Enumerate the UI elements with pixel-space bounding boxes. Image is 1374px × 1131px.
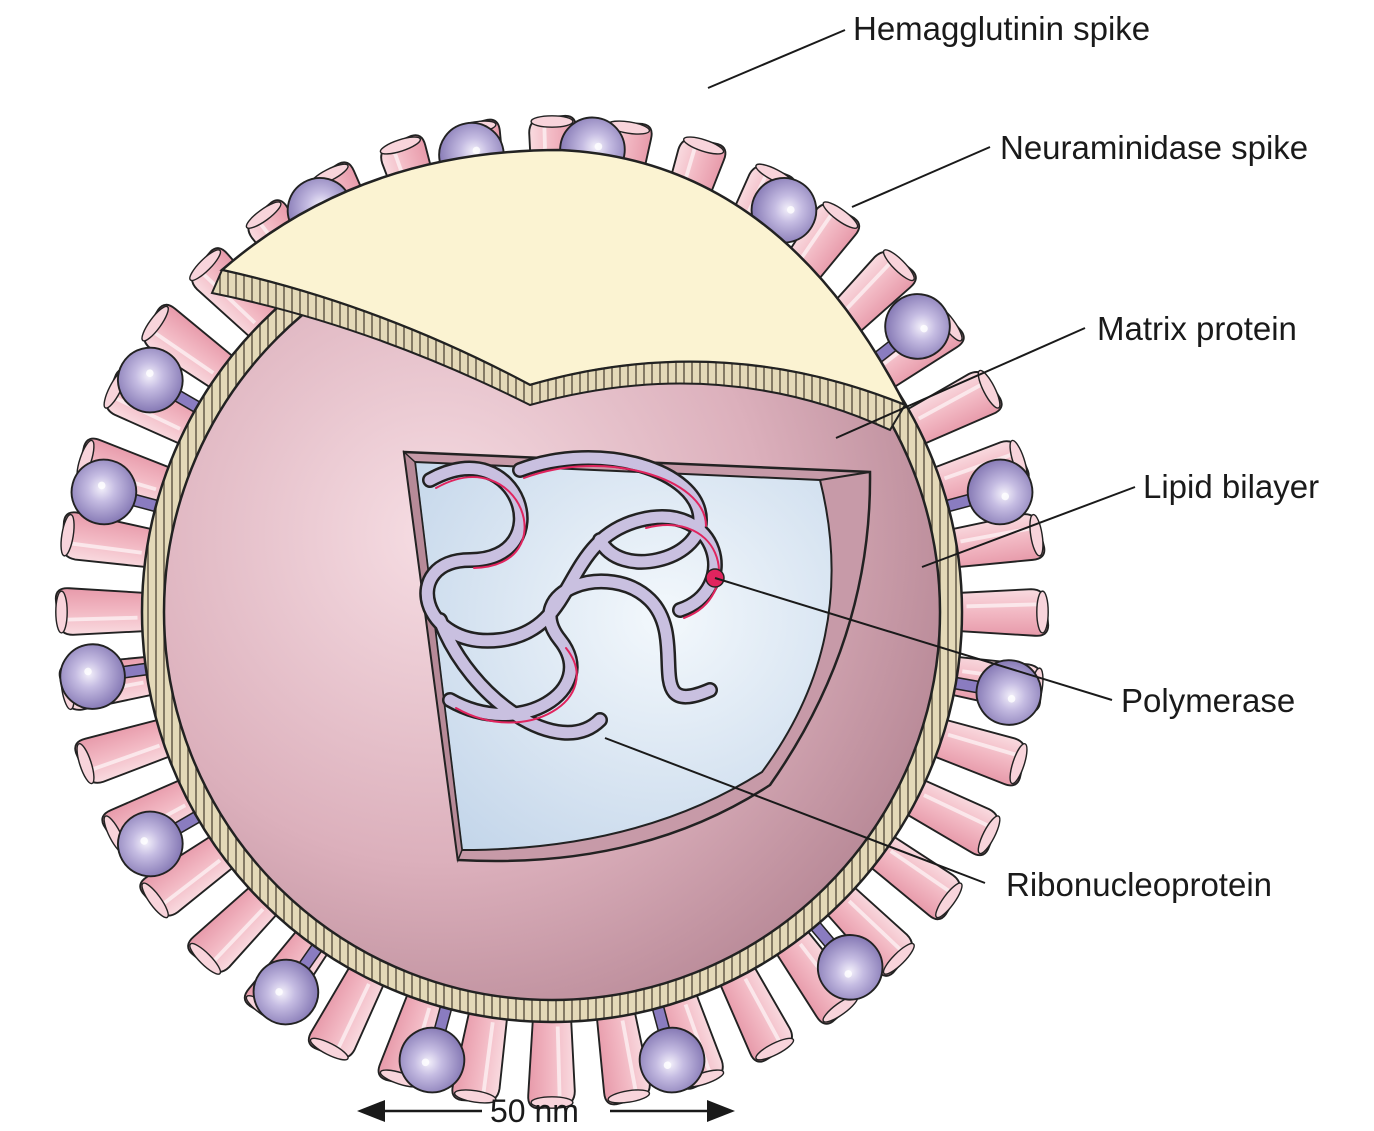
leader-hemagglutinin: [708, 30, 845, 88]
label-ribonucleoprotein: Ribonucleoprotein: [1006, 868, 1272, 901]
hemagglutinin-spike: [56, 588, 147, 635]
label-hemagglutinin-spike: Hemagglutinin spike: [853, 12, 1150, 45]
scale-bar-label: 50 nm: [490, 1095, 579, 1127]
label-lipid-bilayer: Lipid bilayer: [1143, 470, 1319, 503]
label-matrix-protein: Matrix protein: [1097, 312, 1297, 345]
neuraminidase-spike: [56, 636, 155, 713]
hemagglutinin-spike: [957, 589, 1048, 636]
leader-neuraminidase: [852, 147, 990, 207]
label-neuraminidase-spike: Neuraminidase spike: [1000, 131, 1308, 164]
virion-body: [142, 150, 962, 1022]
label-polymerase: Polymerase: [1121, 684, 1295, 717]
